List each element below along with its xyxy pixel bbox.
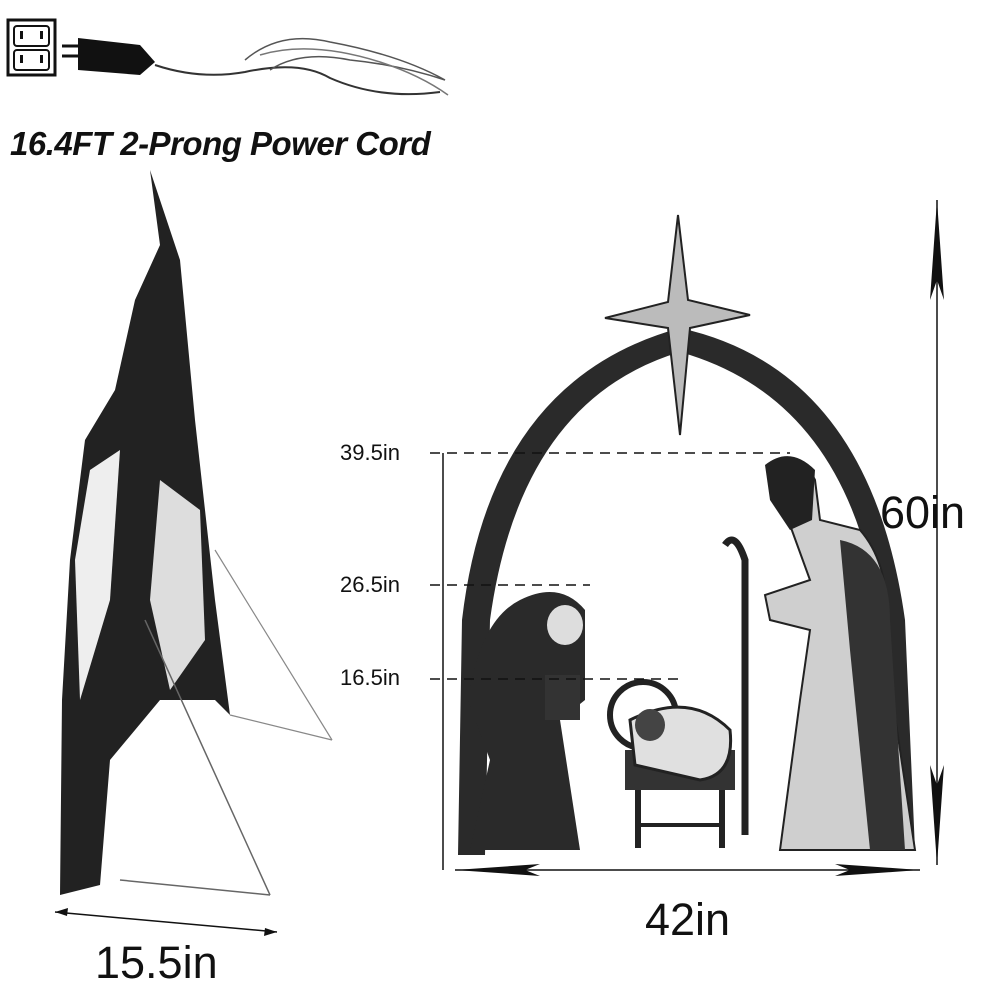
star-icon — [604, 214, 751, 436]
depth-label: 15.5in — [95, 937, 218, 988]
outlet-icon — [6, 18, 57, 77]
power-cord-title: 16.4FT 2-Prong Power Cord — [10, 125, 431, 162]
height-label: 60in — [880, 487, 966, 538]
height-dimension-arrow — [930, 200, 944, 865]
plug-cord-icon — [62, 37, 449, 96]
mary-figure — [468, 592, 585, 850]
width-dimension-arrow — [455, 864, 920, 876]
depth-dimension-arrow — [54, 908, 278, 936]
height-marker-lines — [430, 452, 790, 870]
width-label: 42in — [645, 894, 731, 945]
side-view-silhouette — [60, 170, 333, 896]
height-marker-label: 39.5in — [340, 440, 400, 465]
height-marker-label: 26.5in — [340, 572, 400, 597]
height-marker-label: 16.5in — [340, 665, 400, 690]
joseph-figure — [722, 456, 917, 851]
manger-figure — [607, 679, 735, 848]
